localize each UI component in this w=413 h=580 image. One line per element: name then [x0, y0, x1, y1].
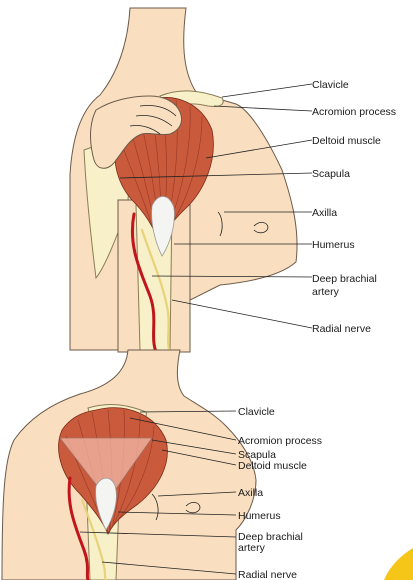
bottom-label-artery-line2: artery	[238, 542, 266, 554]
top-label-humerus: Humerus	[312, 239, 355, 251]
bottom-label-humerus: Humerus	[238, 510, 281, 522]
bottom-label-acromion: Acromion process	[238, 435, 322, 447]
top-label-axilla: Axilla	[312, 207, 337, 219]
top-label-artery-line1: Deep brachial	[312, 273, 377, 285]
top-label-artery-line2: artery	[312, 286, 340, 298]
top-label-scapula: Scapula	[312, 168, 350, 180]
bottom-labels: Clavicle Acromion process Scapula Deltoi…	[238, 406, 322, 580]
top-label-radial-nerve: Radial nerve	[312, 323, 371, 335]
corner-accent	[384, 548, 413, 580]
top-label-acromion: Acromion process	[312, 106, 396, 118]
top-labels: Clavicle Acromion process Deltoid muscle…	[312, 79, 396, 335]
bottom-illustration	[2, 350, 256, 580]
top-illustration	[70, 8, 297, 352]
bottom-label-deltoid: Deltoid muscle	[238, 460, 307, 472]
top-label-deltoid: Deltoid muscle	[312, 135, 381, 147]
top-label-clavicle: Clavicle	[312, 79, 349, 91]
bottom-label-axilla: Axilla	[238, 487, 263, 499]
bottom-label-radial-nerve: Radial nerve	[238, 569, 297, 580]
bottom-label-clavicle: Clavicle	[238, 406, 275, 418]
